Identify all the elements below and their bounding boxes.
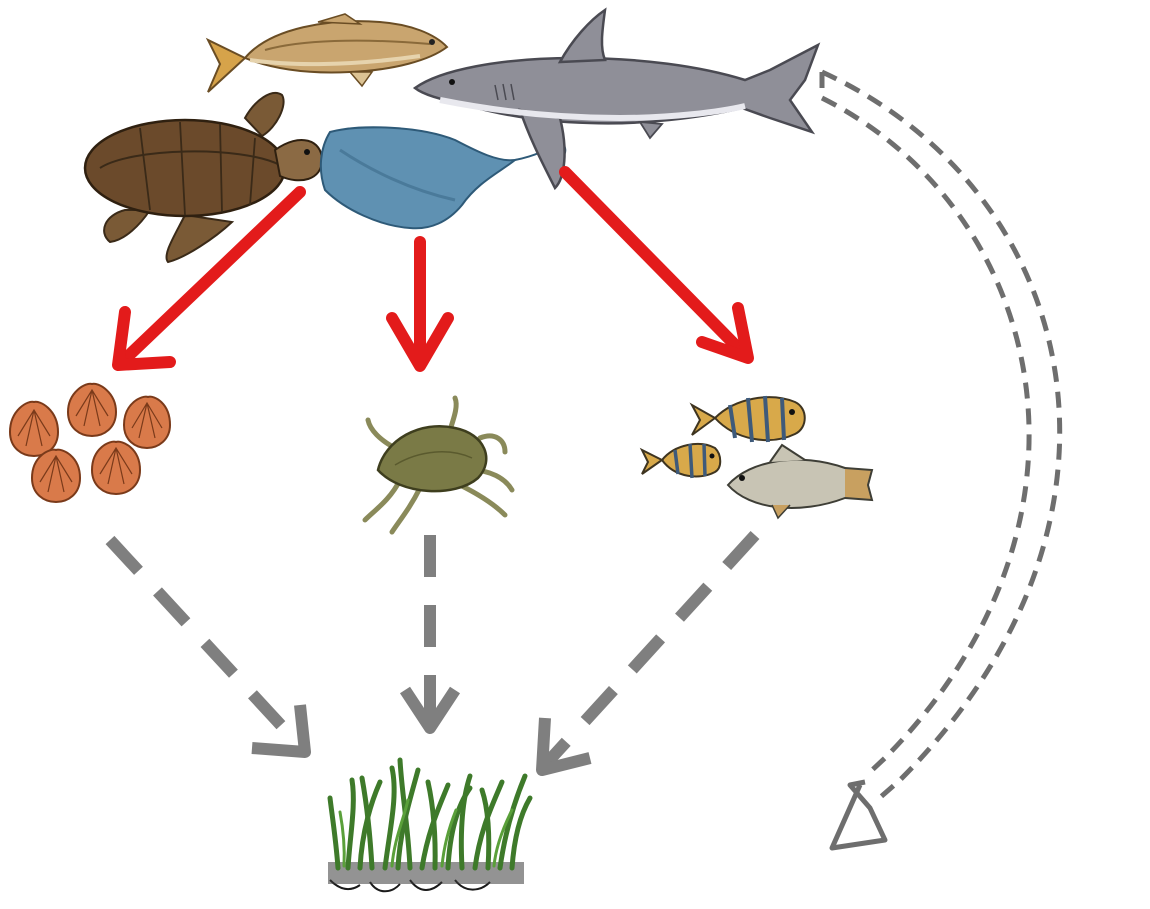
small-fish-icon bbox=[642, 396, 872, 518]
arrow-small-fishes-to-seagrass bbox=[542, 535, 755, 770]
arrow-crab-to-seagrass bbox=[405, 535, 455, 728]
turtle-icon bbox=[85, 93, 322, 262]
large-fish-icon bbox=[208, 14, 447, 92]
crab-icon bbox=[365, 398, 512, 532]
arrow-predators-to-small-fishes bbox=[565, 172, 748, 358]
arrow-predators-to-crab bbox=[392, 242, 448, 366]
arrow-scallops-to-seagrass bbox=[110, 540, 305, 752]
seagrass-icon bbox=[328, 760, 530, 891]
scallop-icon bbox=[10, 384, 170, 502]
ray-icon bbox=[321, 127, 565, 228]
indirect-effect-arrows bbox=[110, 535, 755, 770]
arrow-shark-to-seagrass-cascade bbox=[822, 72, 1060, 848]
